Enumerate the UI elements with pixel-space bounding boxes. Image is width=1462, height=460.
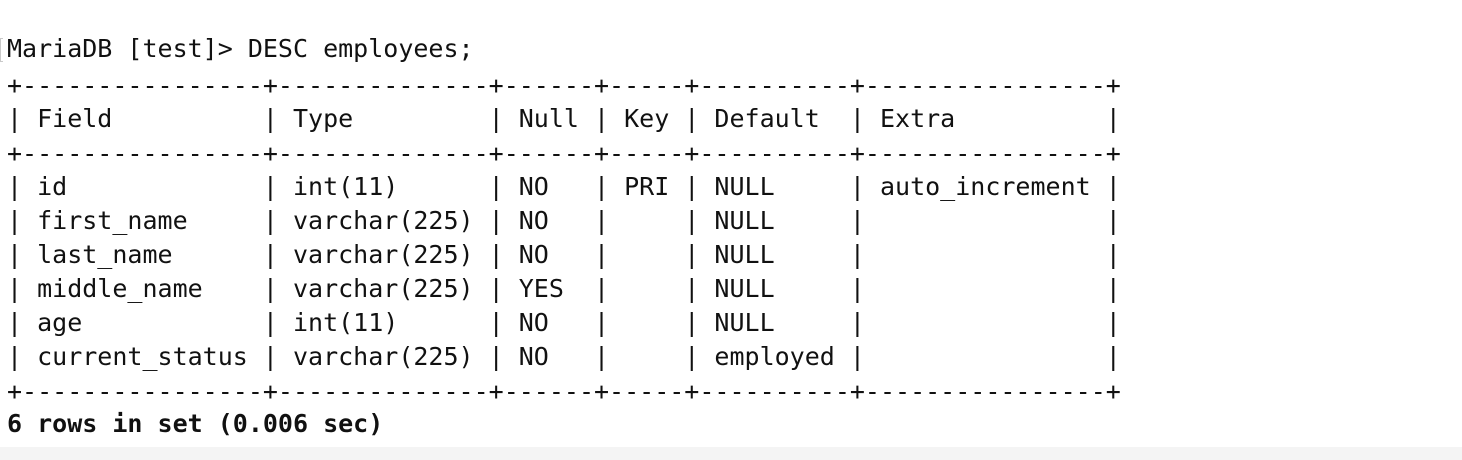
terminal-bottom-band [0, 447, 1462, 460]
table-border-top: +----------------+--------------+------+… [7, 71, 1121, 100]
table-row: | current_status | varchar(225) | NO | |… [7, 342, 1121, 371]
table-border-middle: +----------------+--------------+------+… [7, 139, 1121, 168]
table-row: | middle_name | varchar(225) | YES | | N… [7, 274, 1121, 303]
table-border-bottom: +----------------+--------------+------+… [7, 377, 1121, 406]
command-line: MariaDB [test]> DESC employees; [7, 34, 474, 63]
table-row: | id | int(11) | NO | PRI | NULL | auto_… [7, 172, 1121, 201]
cursor-marker [0, 38, 3, 62]
result-summary: 6 rows in set (0.006 sec) [7, 409, 384, 438]
table-row: | age | int(11) | NO | | NULL | | [7, 308, 1121, 337]
table-row: | last_name | varchar(225) | NO | | NULL… [7, 240, 1121, 269]
table-header-row: | Field | Type | Null | Key | Default | … [7, 104, 1121, 133]
table-row: | first_name | varchar(225) | NO | | NUL… [7, 206, 1121, 235]
